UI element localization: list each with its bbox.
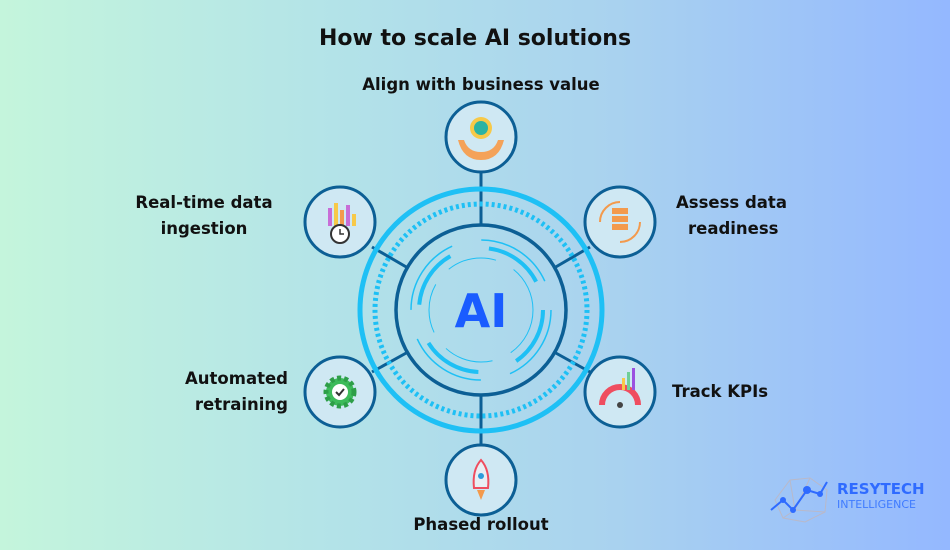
arc-ring: [417, 246, 545, 374]
outer-ring: [357, 186, 605, 434]
logo-subtitle: INTELLIGENCE: [837, 498, 916, 511]
label-line: readiness: [688, 219, 779, 238]
label-line: retraining: [194, 395, 288, 414]
step-label-kpis: Track KPIs: [672, 382, 769, 401]
inner-ring: [394, 223, 568, 397]
hands-badge-icon: [458, 117, 504, 160]
thin-ring: [410, 239, 552, 381]
label-line: Real-time data: [135, 193, 273, 212]
logo-name: RESYTECH: [837, 480, 925, 498]
network-brain-icon: [770, 477, 828, 523]
gauge-chart-icon: [599, 368, 641, 408]
chart-clock-icon: [328, 203, 356, 244]
step-label-assess: Assess data readiness: [676, 190, 787, 242]
gear-check-icon: [323, 375, 357, 409]
dotted-ring: [372, 201, 590, 419]
resytech-logo: RESYTECH INTELLIGENCE: [765, 470, 935, 525]
step-label-retraining: Automated retraining: [150, 366, 288, 418]
step-circle-kpis: [583, 355, 657, 429]
step-label-rollout: Phased rollout: [413, 515, 549, 534]
label-line: ingestion: [160, 219, 248, 238]
label-line: Automated: [185, 369, 288, 388]
server-cycle-icon: [599, 201, 641, 243]
step-label-ingestion: Real-time data ingestion: [120, 190, 288, 242]
rocket-icon: [472, 458, 490, 500]
center-ai-label: AI: [455, 284, 508, 338]
thin-ring: [428, 257, 534, 363]
page-title: How to scale AI solutions: [318, 26, 632, 51]
step-label-align: Align with business value: [362, 75, 600, 94]
label-line: Assess data: [676, 193, 787, 212]
